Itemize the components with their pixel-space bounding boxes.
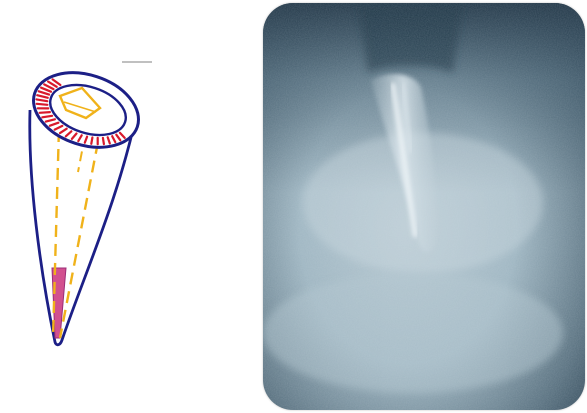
band-hatch-line bbox=[37, 104, 48, 105]
band-hatch-line bbox=[103, 138, 104, 144]
band-hatch-line bbox=[40, 112, 50, 113]
tooth-root-sketch-icon bbox=[0, 0, 250, 413]
dental-xray-icon bbox=[263, 3, 585, 410]
band-hatch-line bbox=[42, 116, 52, 118]
dental-xray bbox=[263, 3, 585, 410]
band-hatch-line bbox=[91, 138, 92, 144]
tooth-root-sketch bbox=[0, 0, 250, 413]
film-grain bbox=[263, 3, 585, 410]
